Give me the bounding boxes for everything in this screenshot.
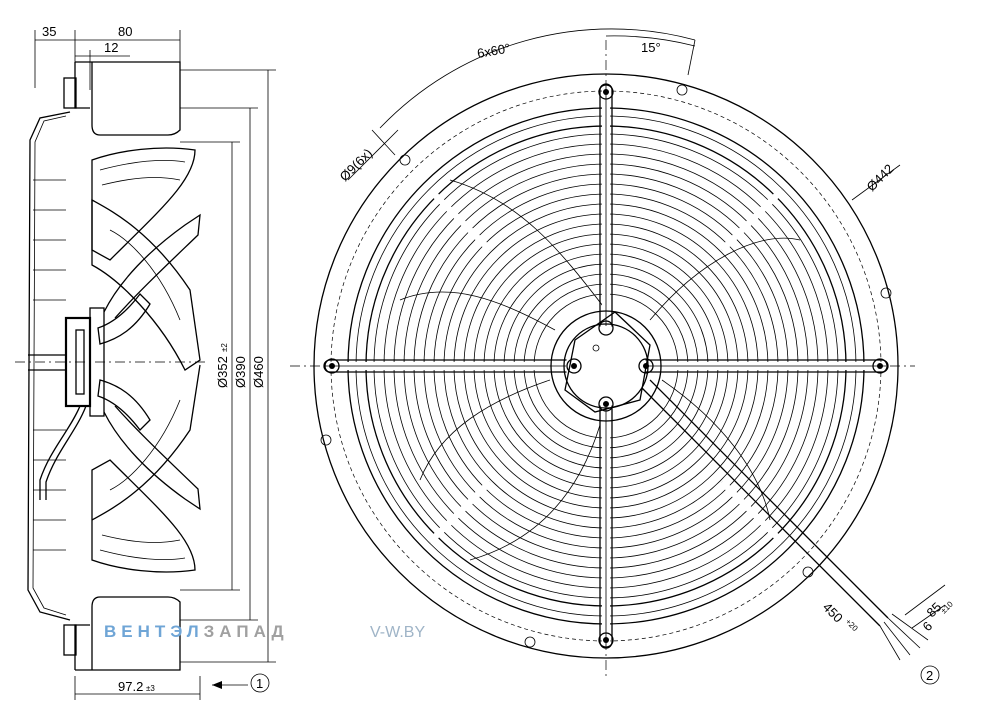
dim-97: 97.2: [118, 679, 143, 694]
dim-12: 12: [104, 40, 118, 55]
dim-85-tol: ±10: [939, 599, 955, 615]
fan-blades-front: [399, 179, 801, 561]
fan-blades-side: [91, 147, 201, 573]
dim-d352-tol: ±2: [220, 343, 229, 352]
callout-1: 1: [256, 676, 263, 691]
dim-cable-tol: +20: [844, 617, 860, 633]
dim-97-tol: ±3: [146, 684, 155, 693]
spoke-screws: [324, 84, 888, 648]
brand-watermark: ВЕНТЭЛЗАПАД: [104, 622, 289, 642]
side-view: 35 80 12: [15, 24, 276, 700]
dim-6: 6: [920, 618, 936, 634]
dim-angles: 6x60°: [476, 40, 511, 61]
guard-wires: [33, 179, 66, 551]
dim-holes: Ø9(6x): [337, 145, 376, 184]
callout-2: 2: [926, 668, 933, 683]
callout-1-circle: [250, 673, 270, 693]
dim-d460: Ø460: [251, 356, 266, 388]
dim-35: 35: [42, 24, 56, 39]
dim-d390: Ø390: [233, 356, 248, 388]
dim-cable-len: 450: [820, 600, 846, 626]
front-view: 6x60° 15° Ø9(6x) Ø442 450 +20 85 ±10 6 2: [290, 28, 955, 685]
brand-part2: ЗАПАД: [203, 622, 289, 641]
dim-80: 80: [118, 24, 132, 39]
callout-2-circle: [920, 665, 940, 685]
dim-15: 15°: [641, 40, 661, 55]
mounting-holes: [320, 84, 892, 648]
brand-part1: ВЕНТЭЛ: [104, 622, 204, 641]
site-watermark: V-W.BY: [370, 624, 426, 641]
dim-d352: Ø352: [215, 356, 230, 388]
dim-d442: Ø442: [864, 161, 897, 194]
